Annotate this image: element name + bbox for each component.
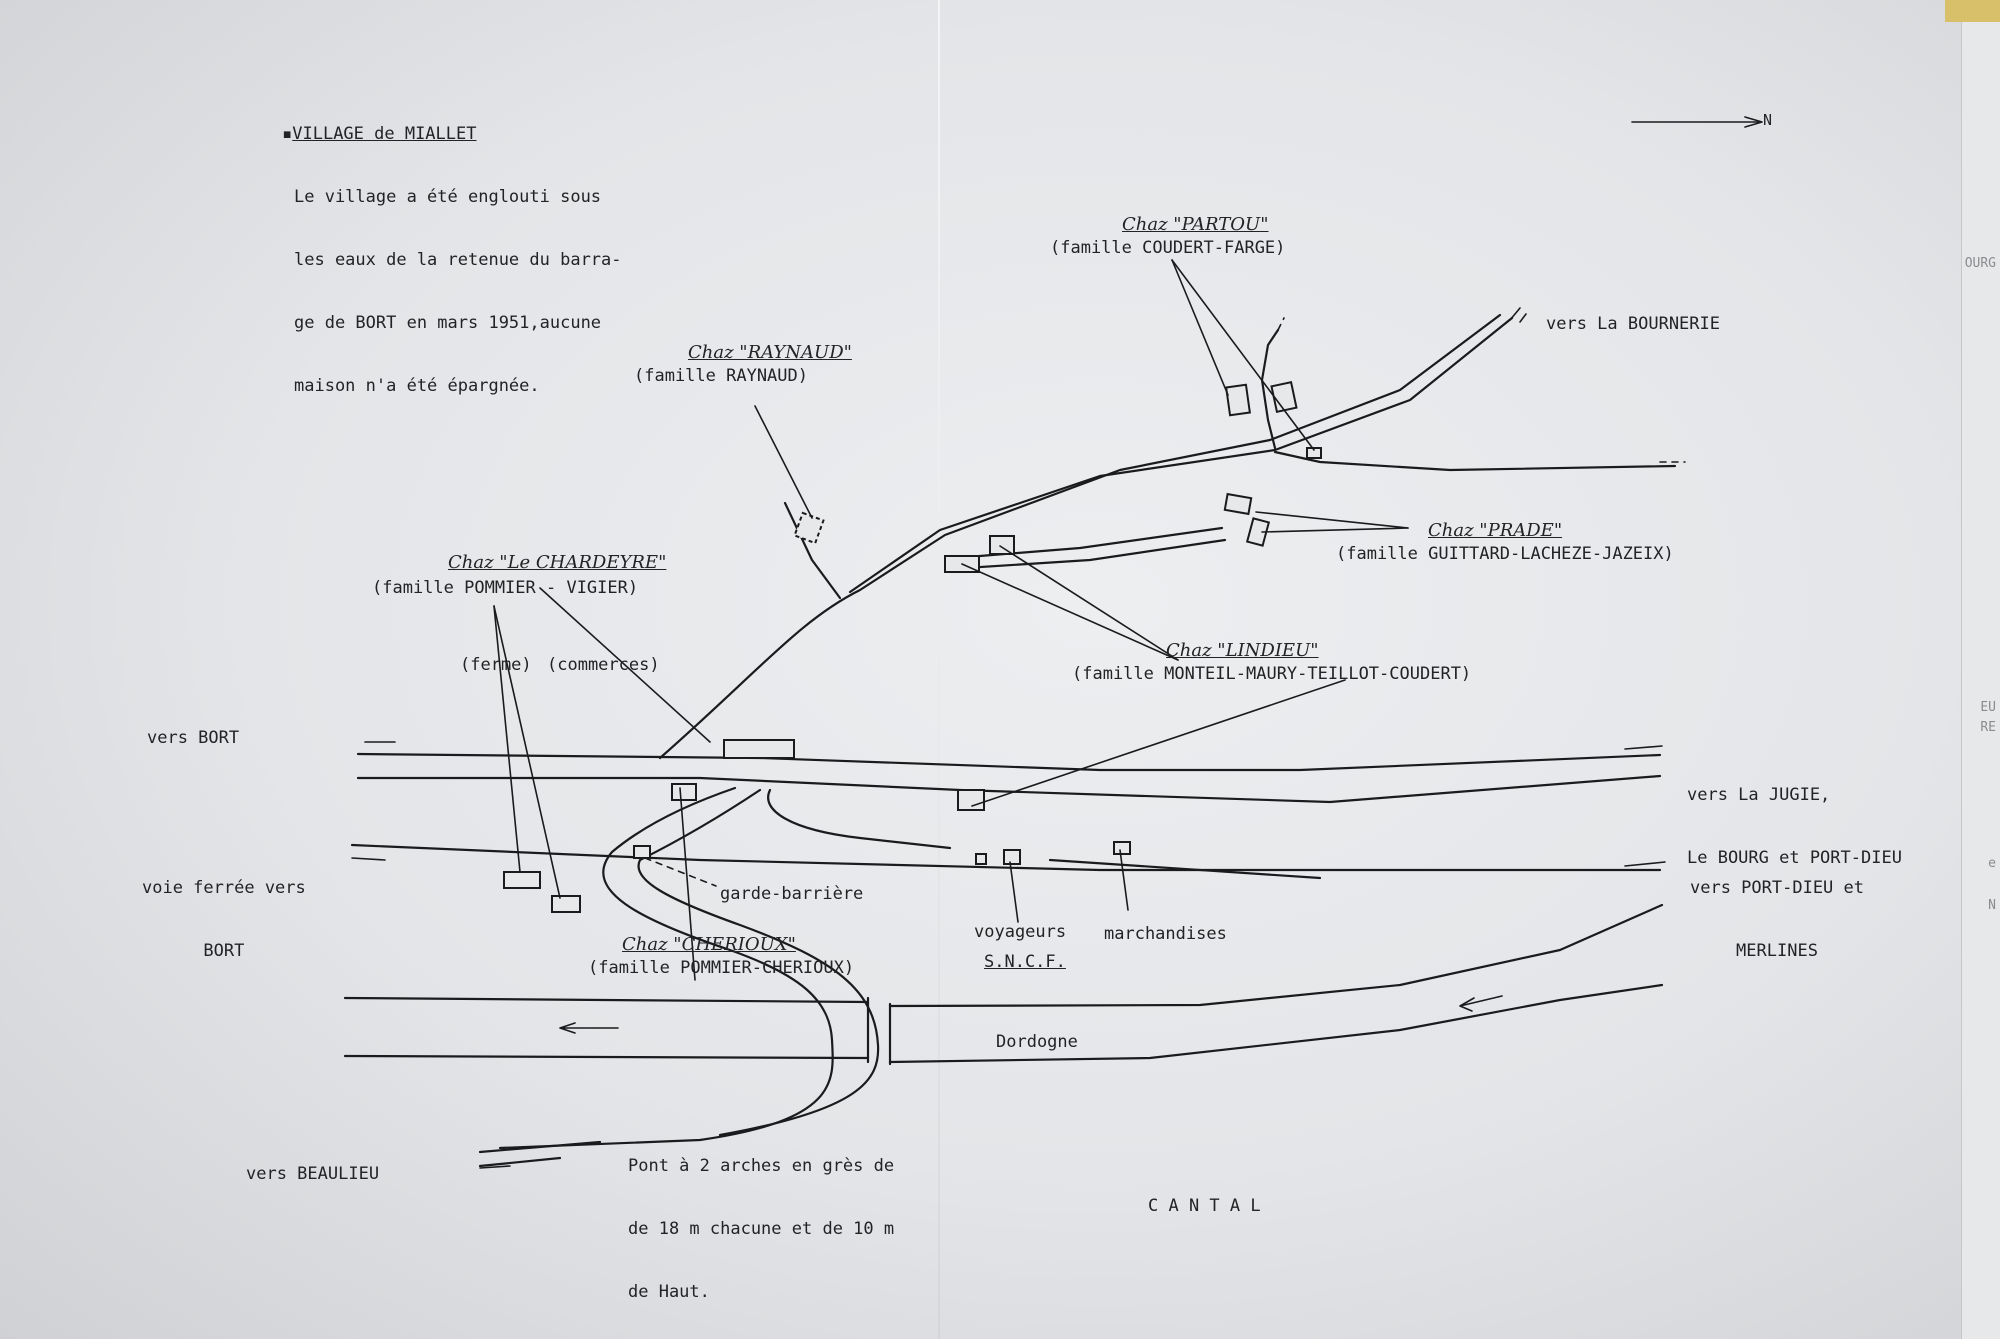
house-family-chardeyre: (famille POMMIER - VIGIER) xyxy=(372,578,639,598)
direction-rail-bort: voie ferrée vers BORT xyxy=(142,836,306,1004)
house-family-raynaud: (famille RAYNAUD) xyxy=(634,366,808,386)
edge-fragment: EU xyxy=(1980,700,1996,715)
title-bullet: ▪ xyxy=(282,124,293,144)
house-family-lindieu: (famille MONTEIL-MAURY-TEILLOT-COUDERT) xyxy=(1072,664,1472,684)
marchandises-label: marchandises xyxy=(1104,924,1227,944)
bridge-note-line: de 18 m chacune et de 10 m xyxy=(628,1219,895,1239)
description-line: Le village a été englouti sous xyxy=(294,187,602,207)
loop-road xyxy=(478,786,952,1169)
house-name-chardeyre: Chaz "Le CHARDEYRE" xyxy=(448,552,667,573)
edge-fragment: OURG xyxy=(1964,256,1996,271)
title-block: ▪VILLAGE de MIALLET Le village a été eng… xyxy=(282,82,622,439)
direction-beaulieu: vers BEAULIEU xyxy=(246,1164,380,1184)
voyageurs-label: voyageurs xyxy=(974,922,1067,942)
edge-fragment: N xyxy=(1988,898,1996,913)
north-label: N xyxy=(1763,111,1773,129)
direction-rail-portdieu-line: vers PORT-DIEU et xyxy=(1690,878,1864,898)
house-family-cherioux: (famille POMMIER-CHERIOUX) xyxy=(588,958,855,978)
chardeyre-shops-label: (commerces) xyxy=(547,655,660,675)
direction-rail-bort-line: voie ferrée vers xyxy=(142,878,306,898)
sncf-label: S.N.C.F. xyxy=(984,952,1066,972)
leader-lines xyxy=(493,259,1409,981)
path-raynaud xyxy=(783,501,842,600)
buildings xyxy=(503,381,1322,913)
description-line: ge de BORT en mars 1951,aucune xyxy=(294,313,602,333)
bridge-note: Pont à 2 arches en grès de de 18 m chacu… xyxy=(628,1114,894,1339)
garde-barriere-label: garde-barrière xyxy=(720,884,864,904)
direction-jugie-line: vers La JUGIE, xyxy=(1687,785,1831,805)
house-family-prade: (famille GUITTARD-LACHEZE-JAZEIX) xyxy=(1336,544,1674,564)
adjacent-page-edge: OURG EU RE e N xyxy=(1961,0,2000,1339)
description-line: les eaux de la retenue du barra- xyxy=(294,250,622,270)
dordogne-river xyxy=(343,903,1664,1066)
edge-fragment: RE xyxy=(1980,720,1996,735)
railway xyxy=(350,843,1666,880)
direction-rail-portdieu-line: MERLINES xyxy=(1736,941,1818,961)
direction-jugie: vers La JUGIE, Le BOURG et PORT-DIEU xyxy=(1687,743,1902,911)
house-name-partou: Chaz "PARTOU" xyxy=(1122,214,1269,235)
bridge-note-line: de Haut. xyxy=(628,1282,710,1302)
direction-jugie-line: Le BOURG et PORT-DIEU xyxy=(1687,848,1902,868)
river-label: Dordogne xyxy=(996,1032,1078,1052)
house-family-partou: (famille COUDERT-FARGE) xyxy=(1050,238,1286,258)
direction-rail-portdieu: vers PORT-DIEU et MERLINES xyxy=(1690,836,1864,1004)
house-name-prade: Chaz "PRADE" xyxy=(1428,520,1563,541)
description-line: maison n'a été épargnée. xyxy=(294,376,540,396)
edge-fragment: e xyxy=(1988,856,1996,871)
direction-bort: vers BORT xyxy=(147,728,240,748)
house-name-lindieu: Chaz "LINDIEU" xyxy=(1166,640,1319,661)
region-label: C A N T A L xyxy=(1148,1196,1261,1216)
bridge-note-line: Pont à 2 arches en grès de xyxy=(628,1156,895,1176)
house-name-cherioux: Chaz "CHERIOUX" xyxy=(622,934,796,955)
direction-bournerie: vers La BOURNERIE xyxy=(1546,314,1720,334)
paper-tab xyxy=(1945,0,2000,22)
title-heading: VILLAGE de MIALLET xyxy=(292,124,477,144)
fold-crease xyxy=(938,0,940,1339)
direction-rail-bort-line: BORT xyxy=(203,941,245,961)
house-name-raynaud: Chaz "RAYNAUD" xyxy=(688,342,852,363)
north-arrow xyxy=(1631,116,1763,128)
chardeyre-farm-label: (ferme) xyxy=(460,655,532,675)
